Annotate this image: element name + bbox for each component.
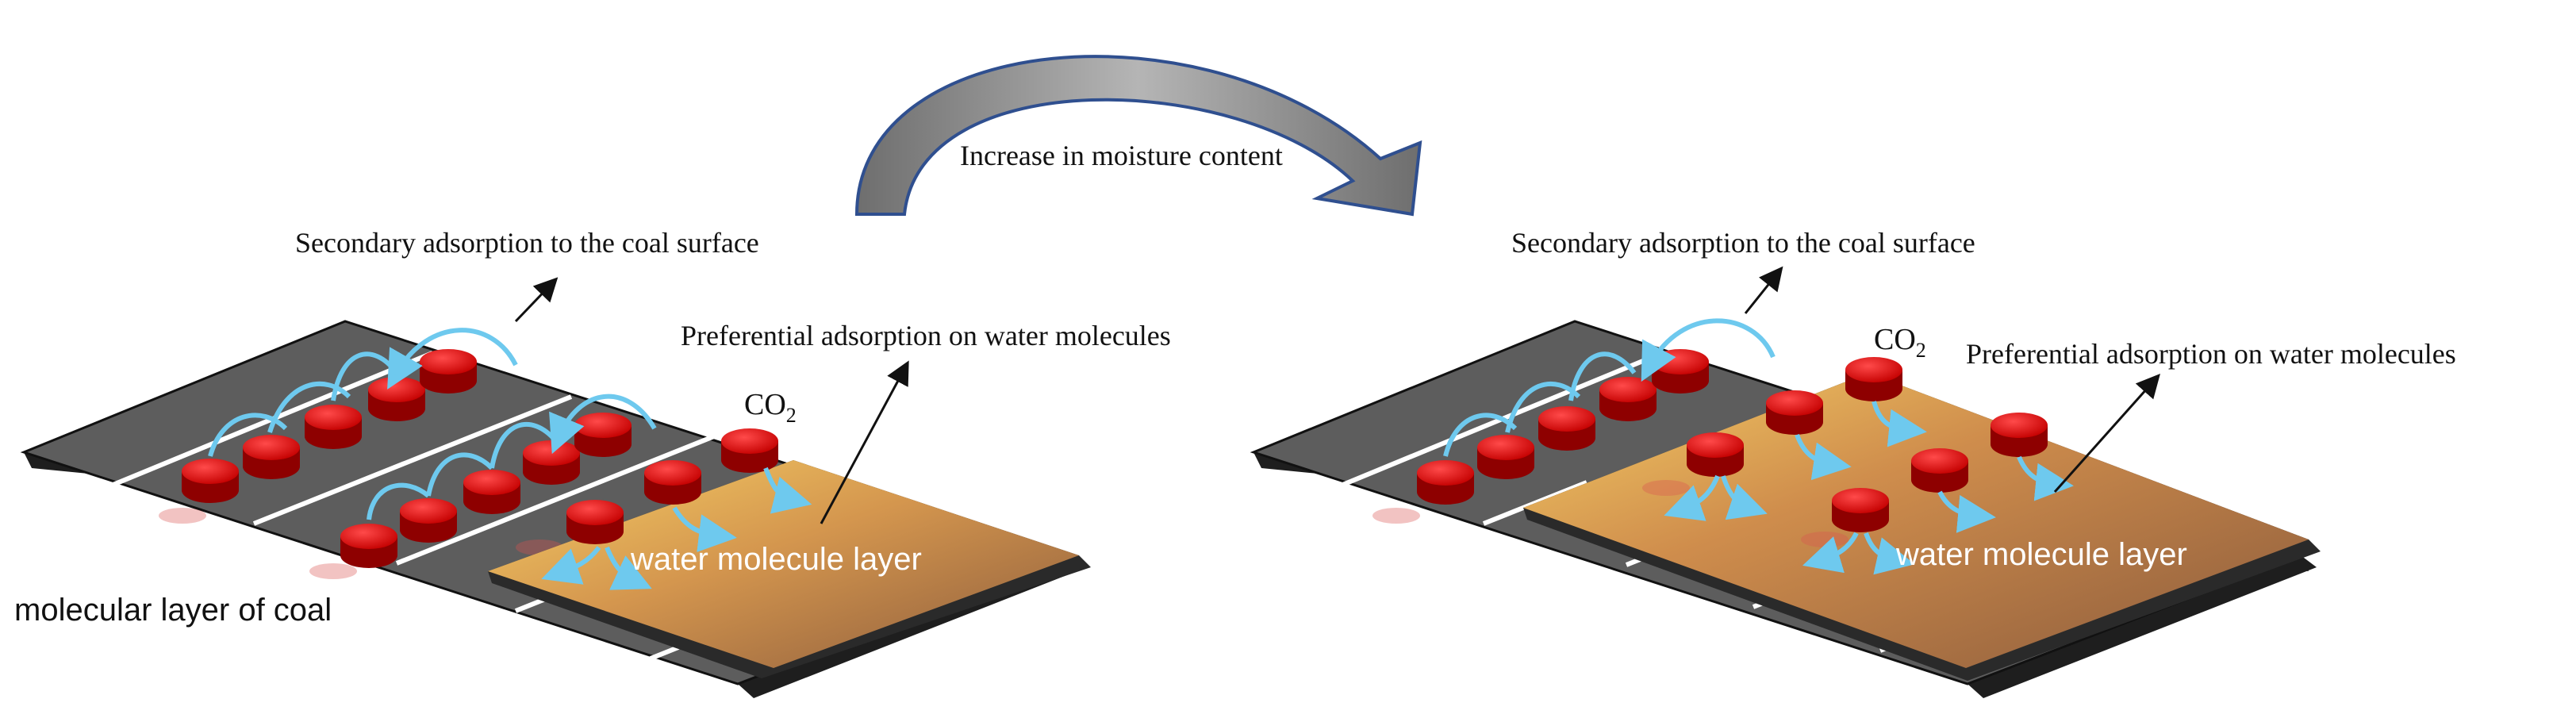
co2-molecule	[1832, 488, 1889, 532]
left-secondary-adsorption-label: Secondary adsorption to the coal surface	[295, 227, 759, 259]
co2-molecule	[368, 377, 425, 421]
co2-molecule	[1652, 349, 1709, 394]
co2-molecule	[1991, 413, 2048, 457]
right-water-layer-label: water molecule layer	[1895, 537, 2187, 572]
co2-molecule	[1538, 406, 1595, 451]
transition-curved-arrow	[854, 55, 1422, 217]
right-co2-label: CO2	[1874, 323, 1926, 362]
co2-molecule	[400, 498, 457, 543]
co2-molecule	[305, 405, 362, 449]
co2-molecule	[420, 349, 477, 394]
right-panel: Secondary adsorption to the coal surface…	[1250, 227, 2456, 698]
left-water-layer-label: water molecule layer	[630, 542, 922, 577]
co2-molecule	[644, 460, 701, 505]
right-co2-molecules	[1417, 349, 2048, 532]
left-preferential-pointer-arrow	[820, 360, 909, 524]
co2-molecule	[340, 524, 397, 568]
left-secondary-pointer-arrow	[514, 277, 559, 323]
right-secondary-adsorption-label: Secondary adsorption to the coal surface	[1511, 227, 1975, 259]
left-water-layer	[488, 460, 1091, 678]
co2-molecule	[1845, 357, 1902, 401]
co2-molecule	[1477, 435, 1534, 479]
coal-layer-label: molecular layer of coal	[14, 593, 332, 628]
right-secondary-pointer-arrow	[1744, 266, 1783, 314]
left-preferential-adsorption-label: Preferential adsorption on water molecul…	[681, 320, 1171, 351]
transition-label: Increase in moisture content	[960, 140, 1283, 171]
right-preferential-pointer-arrow	[2053, 374, 2160, 493]
left-co2-label: CO2	[744, 388, 797, 427]
right-preferential-adsorption-label: Preferential adsorption on water molecul…	[1966, 338, 2456, 370]
co2-molecule	[1766, 390, 1823, 435]
right-blue-arrows	[1443, 318, 2074, 575]
co2-molecule	[523, 440, 580, 485]
co2-molecule	[1687, 432, 1744, 477]
co2-molecule	[566, 500, 624, 544]
co2-molecule	[721, 428, 778, 473]
left-blue-arrows	[208, 328, 812, 590]
co2-molecule	[574, 413, 632, 457]
co2-molecule	[1417, 460, 1474, 505]
co2-molecule	[463, 470, 520, 514]
co2-molecule	[1911, 448, 1968, 493]
left-panel: Secondary adsorption to the coal surface…	[14, 227, 1171, 698]
left-co2-molecules	[182, 349, 778, 568]
co2-molecule	[243, 435, 300, 479]
co2-molecule	[1599, 377, 1657, 421]
co2-molecule	[182, 459, 239, 503]
